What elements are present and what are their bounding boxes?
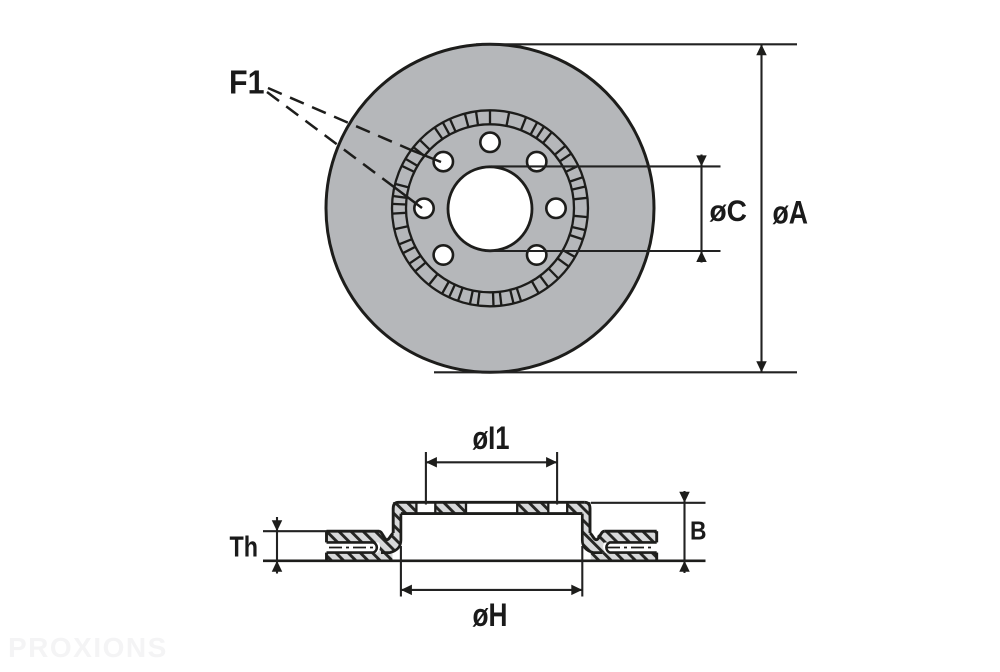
svg-text:Th: Th — [230, 532, 259, 564]
svg-text:F1: F1 — [229, 63, 265, 100]
svg-text:øH: øH — [473, 597, 508, 633]
svg-text:B: B — [690, 516, 707, 546]
svg-text:øI1: øI1 — [473, 420, 510, 456]
svg-text:øA: øA — [773, 195, 809, 231]
svg-text:øC: øC — [710, 195, 748, 228]
svg-text:PROXIONS: PROXIONS — [8, 632, 168, 663]
